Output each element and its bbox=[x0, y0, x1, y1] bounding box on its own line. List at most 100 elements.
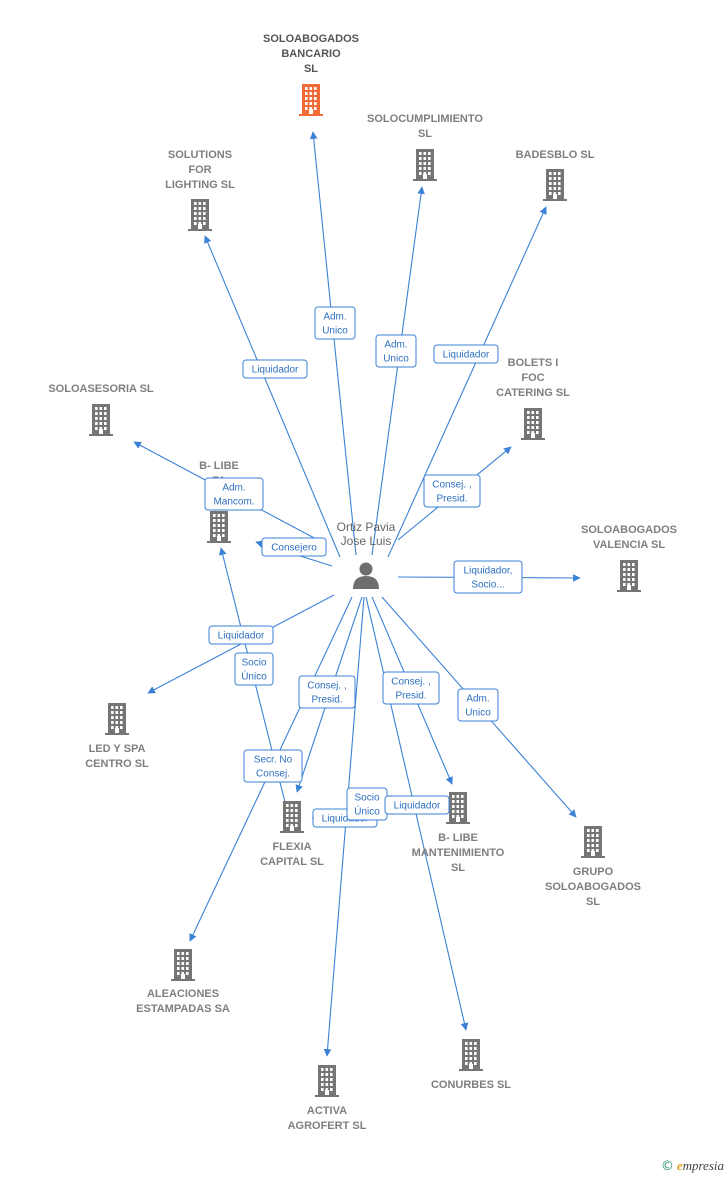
company-node-conurbes[interactable]: CONURBES SL bbox=[431, 1039, 511, 1091]
company-name: B- LIBE bbox=[438, 832, 478, 844]
brand-initial: e bbox=[676, 1158, 683, 1173]
company-name: SOLOABOGADOS bbox=[263, 33, 359, 45]
building-icon bbox=[299, 84, 323, 116]
edge-label-box bbox=[234, 652, 274, 686]
building-icon bbox=[581, 826, 605, 858]
edge-label[interactable]: Secr. No Consej. bbox=[243, 749, 303, 783]
edge-label[interactable]: Liquidador bbox=[384, 795, 450, 815]
company-name: B- LIBE bbox=[199, 460, 239, 472]
edge-label-box bbox=[243, 749, 303, 783]
company-node-bolets-i-foc[interactable]: BOLETS I FOC CATERING SL bbox=[496, 357, 570, 440]
copyright-symbol: © bbox=[660, 1159, 674, 1174]
company-name: SOLOCUMPLIMIENTO bbox=[367, 113, 483, 125]
edge-label-box bbox=[314, 306, 356, 340]
edge-label-text: Mancom. bbox=[213, 497, 254, 508]
edge-label-text: Presid. bbox=[311, 695, 342, 706]
company-name: SL bbox=[586, 896, 600, 908]
edge-label[interactable]: Adm. Unico bbox=[314, 306, 356, 340]
building-icon bbox=[280, 801, 304, 833]
edge-label[interactable]: Adm.Unico bbox=[375, 334, 417, 368]
edge-label-text: Consej. , bbox=[391, 677, 430, 688]
edge-label-box bbox=[204, 477, 264, 511]
edge-label-text: Consej. , bbox=[432, 480, 471, 491]
company-name: BANCARIO bbox=[281, 48, 341, 60]
company-node-soloasesoria[interactable]: SOLOASESORIA SL bbox=[48, 383, 154, 436]
building-icon bbox=[543, 169, 567, 201]
edge-label-box bbox=[208, 625, 274, 645]
company-name: FOC bbox=[521, 372, 544, 384]
company-name: ACTIVA bbox=[307, 1105, 347, 1117]
company-name: LED Y SPA bbox=[89, 743, 146, 755]
edge-label-box bbox=[457, 688, 499, 722]
edge-label-text: Unico bbox=[322, 326, 348, 337]
building-icon bbox=[521, 408, 545, 440]
edge-label-box bbox=[453, 560, 523, 594]
edge-label-text: Adm. bbox=[323, 312, 346, 323]
edge-label-text: Presid. bbox=[395, 691, 426, 702]
building-icon bbox=[188, 199, 212, 231]
edge-label-text: Liquidador bbox=[322, 814, 369, 825]
edge-label-text: Socio bbox=[354, 793, 379, 804]
edge-label[interactable]: Consej. ,Presid. bbox=[423, 474, 481, 508]
edge-label-box bbox=[384, 795, 450, 815]
edge-label[interactable]: Adm.Unico bbox=[457, 688, 499, 722]
edges-layer bbox=[133, 131, 581, 1057]
edge-label-box bbox=[423, 474, 481, 508]
building-icon bbox=[315, 1065, 339, 1097]
building-icon bbox=[207, 511, 231, 543]
edge-label-text: Liquidador bbox=[218, 631, 265, 642]
company-name: AGROFERT SL bbox=[288, 1120, 367, 1132]
edge-label[interactable]: Consejero bbox=[261, 537, 327, 557]
company-node-badesblo[interactable]: BADESBLO SL bbox=[516, 149, 595, 201]
company-name: SOLOASESORIA SL bbox=[48, 383, 154, 395]
edge-label-box bbox=[433, 344, 499, 364]
company-name: LIGHTING SL bbox=[165, 179, 235, 191]
edge-label-text: Unico bbox=[465, 708, 491, 719]
edge-label-text: Liquidador bbox=[394, 801, 441, 812]
edge-label[interactable]: Liquidador bbox=[242, 359, 308, 379]
edge-label-text: Liquidador bbox=[252, 365, 299, 376]
building-icon bbox=[171, 949, 195, 981]
person-name: Ortiz Pavia bbox=[337, 520, 396, 534]
company-name: GRUPO bbox=[573, 866, 614, 878]
edge-line bbox=[204, 235, 341, 558]
company-name: VALENCIA SL bbox=[593, 539, 665, 551]
edge-label-text: Liquidador, bbox=[464, 566, 513, 577]
edge-label[interactable]: Consej. ,Presid. bbox=[298, 675, 356, 709]
edge-label-text: Liquidador bbox=[443, 350, 490, 361]
edge-label-text: Consej. bbox=[256, 769, 290, 780]
edge-label-text: Socio bbox=[241, 658, 266, 669]
edge-label-text: Socio... bbox=[471, 580, 504, 591]
company-name: MANTENIMIENTO bbox=[412, 847, 505, 859]
company-name: CATERING SL bbox=[496, 387, 570, 399]
edge-label[interactable]: Consej. , Presid. bbox=[382, 671, 440, 705]
company-name: SL bbox=[418, 128, 432, 140]
edge-label-text: Unico bbox=[383, 354, 409, 365]
building-icon bbox=[459, 1039, 483, 1071]
edge-label-text: Secr. No bbox=[254, 755, 293, 766]
edge-label[interactable]: Adm. Mancom. bbox=[204, 477, 264, 511]
edge-label[interactable]: Liquidador bbox=[433, 344, 499, 364]
edge-label-text: Adm. bbox=[222, 483, 245, 494]
person-name: Jose Luis bbox=[341, 534, 392, 548]
company-name: BOLETS I bbox=[508, 357, 559, 369]
edge-line bbox=[387, 206, 547, 558]
edge-line bbox=[309, 131, 357, 556]
edge-label[interactable]: Liquidador bbox=[208, 625, 274, 645]
edge-label[interactable]: Liquidador, Socio... bbox=[453, 560, 523, 594]
company-node-activa-agrofert[interactable]: ACTIVA AGROFERT SL bbox=[288, 1065, 367, 1132]
company-node-solocumplimiento[interactable]: SOLOCUMPLIMIENTO SL bbox=[367, 113, 483, 181]
